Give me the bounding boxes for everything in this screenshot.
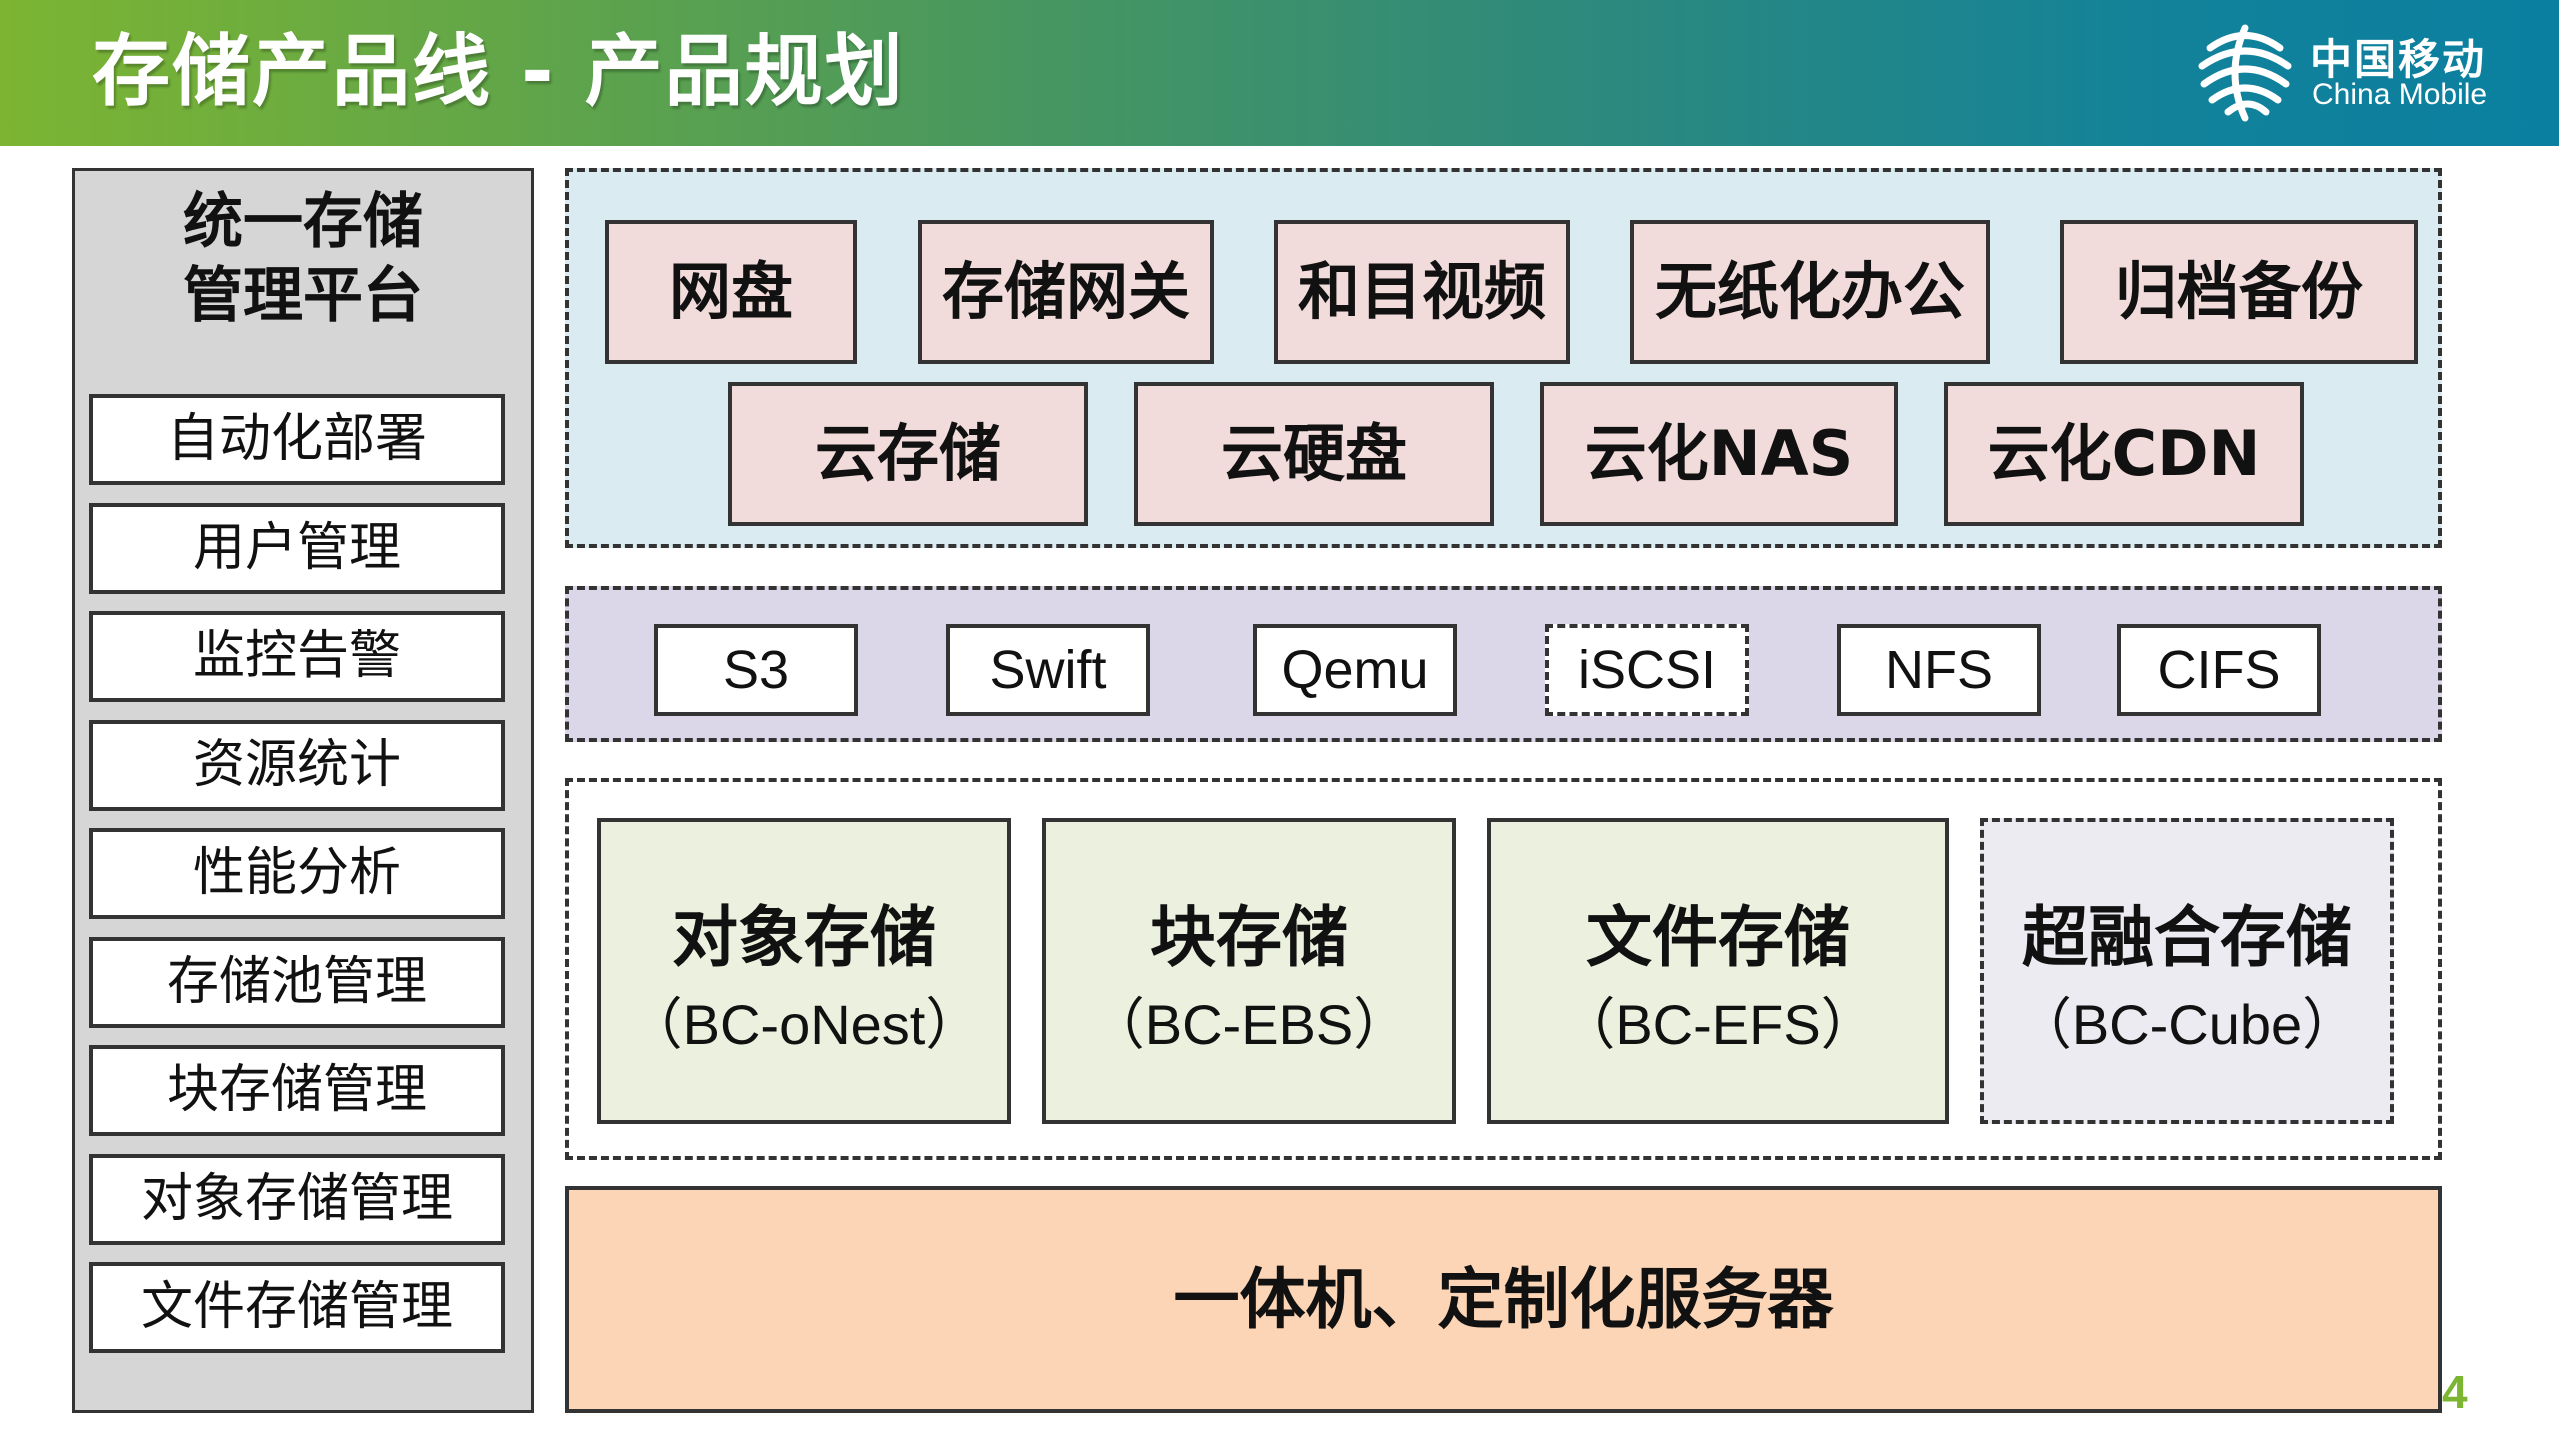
management-platform-title-line1: 统一存储	[183, 187, 423, 257]
app-cloud-disk: 云硬盘	[1134, 382, 1494, 526]
storage-hyperconverged-product: （BC-Cube）	[2015, 993, 2359, 1056]
page-title: 存储产品线 - 产品规划	[92, 27, 905, 117]
management-platform-title-line2: 管理平台	[183, 261, 423, 331]
storage-hyperconverged: 超融合存储 （BC-Cube）	[1980, 818, 2394, 1124]
logo-text-en: China Mobile	[2312, 78, 2488, 111]
platform-item-pool-management: 存储池管理	[89, 937, 505, 1028]
storage-object-name: 对象存储	[672, 899, 936, 976]
app-hemu-video: 和目视频	[1274, 220, 1570, 364]
storage-file-product: （BC-EFS）	[1559, 993, 1877, 1056]
platform-item-file-management: 文件存储管理	[89, 1262, 505, 1353]
platform-item-user-management: 用户管理	[89, 503, 505, 594]
logo-text-cn: 中国移动	[2310, 35, 2487, 84]
app-archive-backup: 归档备份	[2060, 220, 2418, 364]
app-cloud-nas: 云化NAS	[1540, 382, 1898, 526]
app-paperless-office: 无纸化办公	[1630, 220, 1990, 364]
app-storage-gateway: 存储网关	[918, 220, 1214, 364]
storage-object: 对象存储 （BC-oNest）	[597, 818, 1011, 1124]
protocol-cifs: CIFS	[2117, 624, 2321, 716]
storage-hyperconverged-name: 超融合存储	[2022, 899, 2352, 976]
china-mobile-logo: 中国移动 China Mobile	[2190, 18, 2530, 128]
platform-item-performance-analysis: 性能分析	[89, 828, 505, 919]
protocol-iscsi: iSCSI	[1545, 624, 1749, 716]
protocol-nfs: NFS	[1837, 624, 2041, 716]
app-cloud-drive: 网盘	[605, 220, 857, 364]
storage-object-product: （BC-oNest）	[626, 993, 982, 1056]
protocol-s3: S3	[654, 624, 858, 716]
hardware-server-layer: 一体机、定制化服务器	[565, 1186, 2442, 1413]
storage-block: 块存储 （BC-EBS）	[1042, 818, 1456, 1124]
page-number: 4	[2442, 1366, 2468, 1418]
management-platform-panel: 统一存储 管理平台 自动化部署 用户管理 监控告警 资源统计 性能分析 存储池管…	[72, 168, 534, 1413]
app-cloud-storage: 云存储	[728, 382, 1088, 526]
storage-file-name: 文件存储	[1586, 899, 1850, 976]
storage-file: 文件存储 （BC-EFS）	[1487, 818, 1949, 1124]
platform-item-auto-deploy: 自动化部署	[89, 394, 505, 485]
protocol-qemu: Qemu	[1253, 624, 1457, 716]
platform-item-resource-stats: 资源统计	[89, 720, 505, 811]
platform-item-block-management: 块存储管理	[89, 1045, 505, 1136]
china-mobile-logo-icon	[2198, 24, 2292, 122]
storage-block-product: （BC-EBS）	[1088, 993, 1410, 1056]
platform-item-object-management: 对象存储管理	[89, 1154, 505, 1245]
management-platform-title: 统一存储 管理平台	[75, 185, 531, 333]
app-cloud-cdn: 云化CDN	[1944, 382, 2304, 526]
protocol-swift: Swift	[946, 624, 1150, 716]
storage-block-name: 块存储	[1150, 899, 1348, 976]
header-bar: 存储产品线 - 产品规划 中国移动 China Mobile	[0, 0, 2559, 146]
platform-item-monitoring-alerts: 监控告警	[89, 611, 505, 702]
